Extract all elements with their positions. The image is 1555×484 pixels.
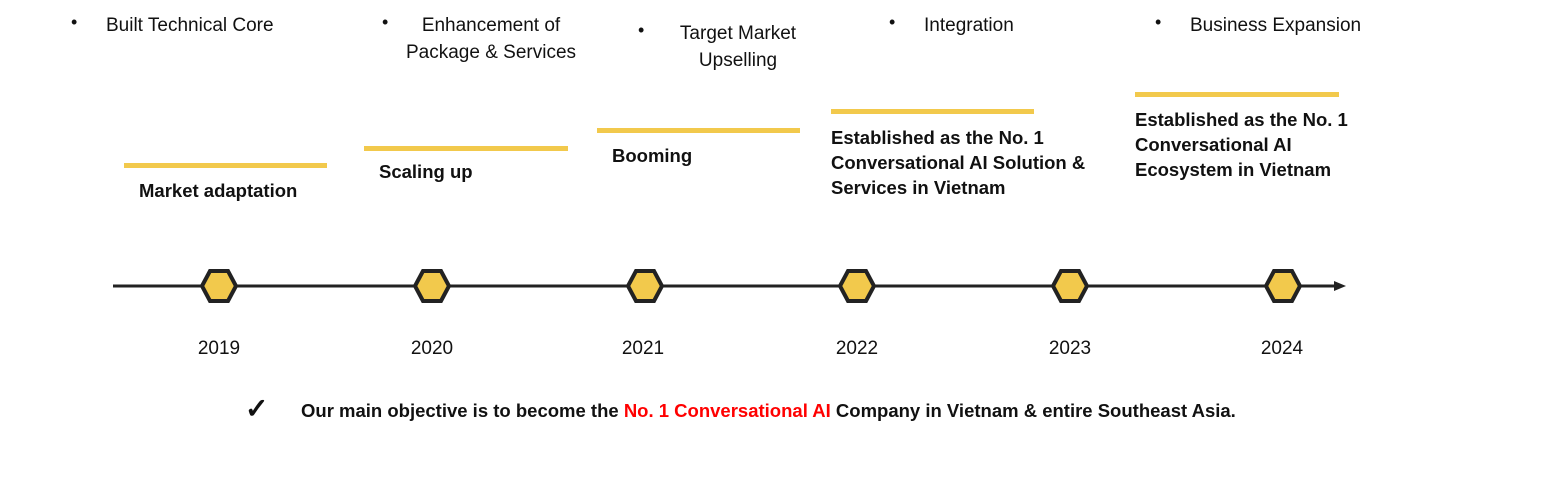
milestone-title: Scaling up [379,161,473,182]
bullet-icon: • [71,12,78,32]
objective-highlight: No. 1 Conversational AI [623,400,831,421]
arrow-head-icon [1334,281,1346,291]
bullet-icon: • [382,12,389,32]
activity-2022: Integration [924,15,1014,36]
bullet-icon: • [889,12,896,32]
milestone-bar [831,109,1034,114]
year-label: 2019 [197,338,241,359]
activity-2023: Business Expansion [1190,15,1362,36]
year-hexagon-marker [625,269,665,303]
activity-2021: Target Market Upselling [679,23,797,71]
year-label: 2020 [410,338,454,359]
milestone-bar [364,146,568,151]
bullet-icon: • [1155,12,1162,32]
objective-suffix: Company in Vietnam & entire Southeast As… [830,400,1236,421]
year-label: 2021 [621,338,665,359]
year-hexagon-marker [412,269,452,303]
year-hexagon-marker [1263,269,1303,303]
bullet-icon: • [638,20,645,40]
milestone-bar [1135,92,1339,97]
objective-prefix: Our main objective is to become the [301,400,624,421]
year-hexagon-marker [199,269,239,303]
milestone-title: Booming [612,145,693,166]
milestone-bar [124,163,327,168]
checkmark-icon: ✓ [245,393,269,424]
year-label: 2022 [835,338,879,359]
year-hexagon-marker [1050,269,1090,303]
activity-2020: Enhancement of Package & Services [405,15,577,63]
year-label: 2023 [1048,338,1092,359]
objective-text: Our main objective is to become the No. … [301,400,1236,422]
activity-2019: Built Technical Core [106,15,274,36]
milestone-bar [597,128,800,133]
milestone-title: Established as the No. 1 Conversational … [1135,109,1348,180]
year-label: 2024 [1260,338,1304,359]
year-hexagon-marker [837,269,877,303]
milestone-title: Established as the No. 1 Conversational … [831,127,1086,198]
milestone-title: Market adaptation [139,180,298,201]
